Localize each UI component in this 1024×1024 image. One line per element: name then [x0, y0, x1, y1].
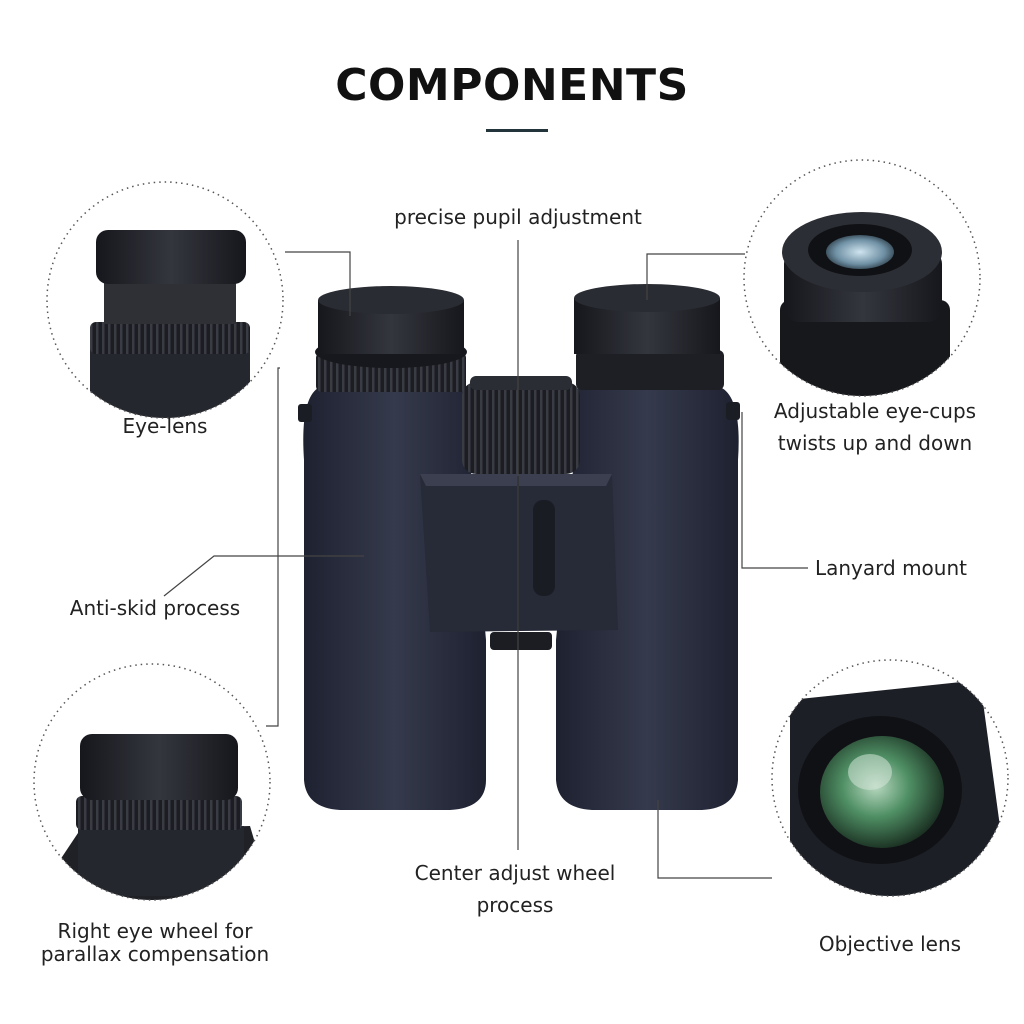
leader-objective-lens [657, 800, 772, 879]
title-underline [486, 129, 548, 132]
leader-right-eye-wheel [266, 367, 280, 727]
label-eye-lens: Eye-lens [122, 414, 208, 438]
detail-circle-eye-cups [743, 159, 981, 397]
label-center-wheel-line2: process [476, 893, 554, 917]
label-right-eye-line1: Right eye wheel for [57, 919, 253, 943]
leader-eye-lens [285, 251, 351, 316]
label-objective-lens: Objective lens [818, 932, 962, 956]
label-right-eye-line2: parallax compensation [40, 942, 270, 966]
leader-anti-skid [163, 555, 364, 597]
main-binoculars [298, 284, 740, 810]
leader-eye-cups [646, 253, 745, 300]
leader-lines [163, 240, 808, 879]
detail-circle-objective-lens [771, 659, 1009, 897]
label-pupil-adjustment: precise pupil adjustment [394, 205, 642, 229]
label-center-wheel-line1: Center adjust wheel [414, 861, 616, 885]
page-title: COMPONENTS [335, 60, 689, 111]
detail-circle-eye-lens [46, 181, 284, 419]
label-anti-skid: Anti-skid process [69, 596, 241, 620]
leader-lanyard [741, 412, 808, 569]
label-lanyard-mount: Lanyard mount [814, 556, 967, 580]
detail-circle-right-eye-wheel [33, 663, 271, 901]
label-eye-cups-line1: Adjustable eye-cups [773, 399, 977, 423]
label-eye-cups-line2: twists up and down [777, 431, 973, 455]
